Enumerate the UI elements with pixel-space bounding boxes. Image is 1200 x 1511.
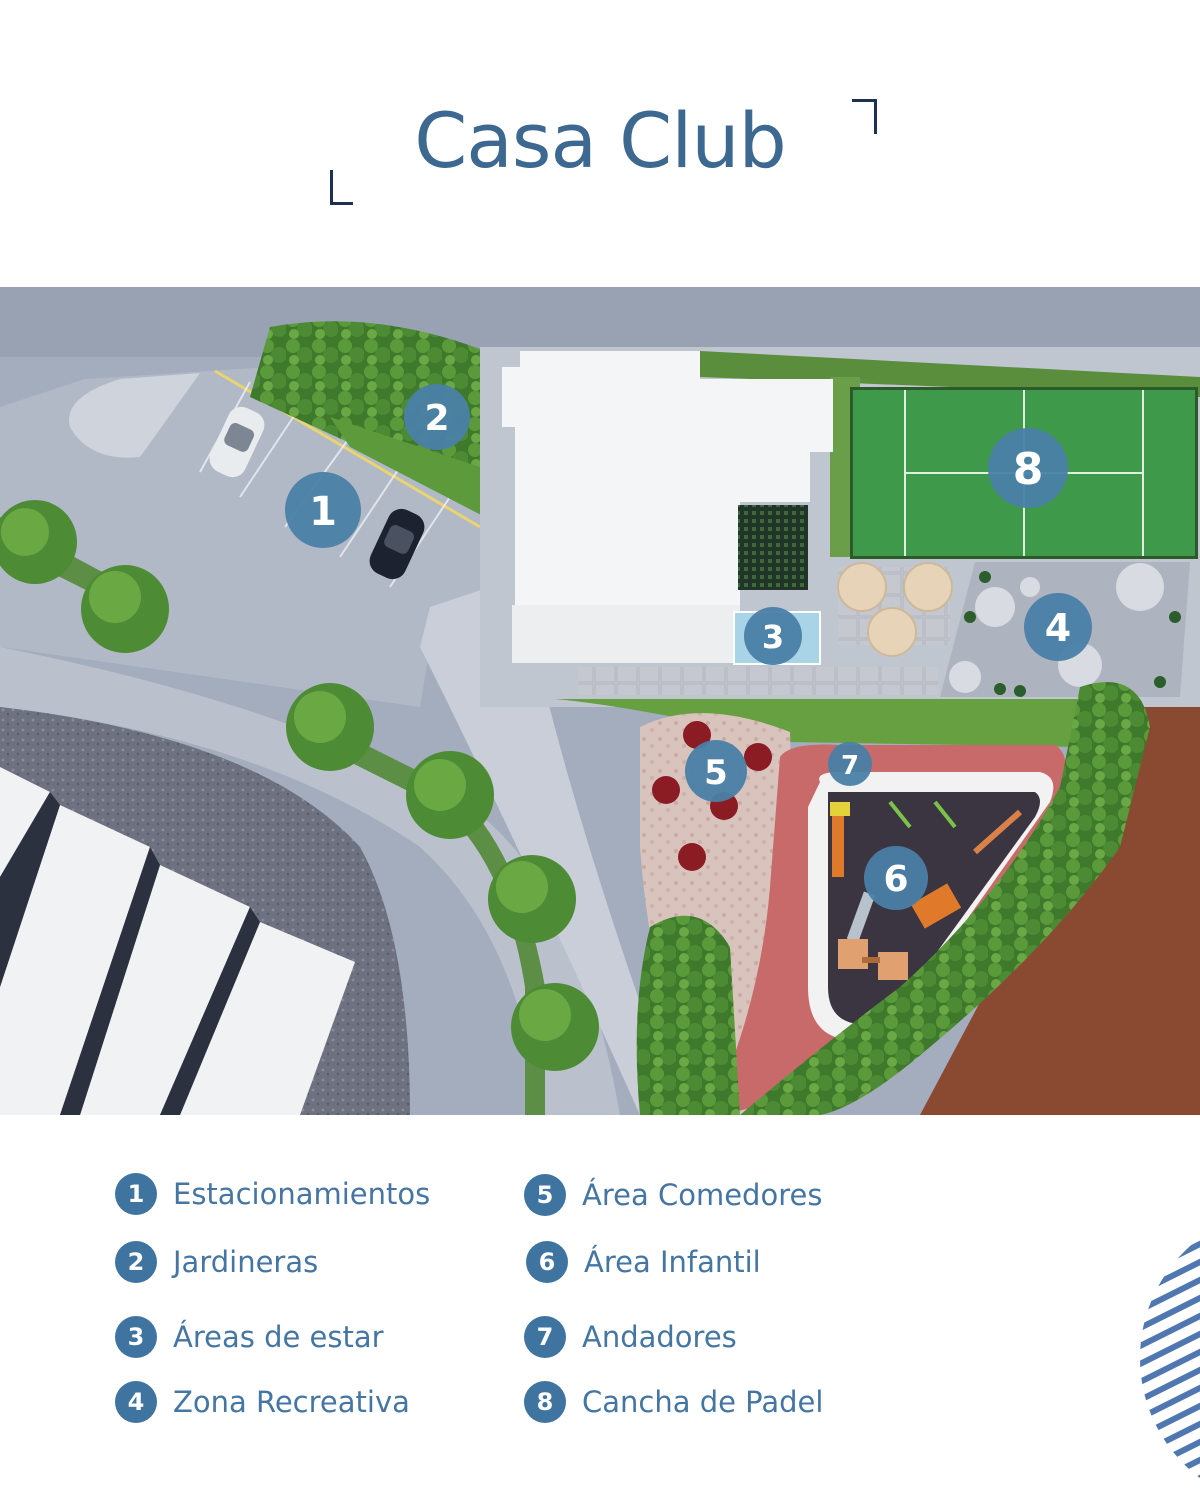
svg-text:4: 4 [1045,606,1071,650]
legend-item-recreation: 4 Zona Recreativa [115,1381,410,1423]
legend-item-parking: 1 Estacionamientos [115,1173,430,1215]
legend-number: 8 [524,1381,566,1423]
legend-label: Áreas de estar [173,1320,384,1354]
legend-number: 3 [115,1316,157,1358]
marker-7[interactable]: 7 [828,742,872,786]
legend-number: 7 [524,1316,566,1358]
legend-item-lounge: 3 Áreas de estar [115,1316,384,1358]
patio-umbrellas [837,562,953,657]
legend-label: Cancha de Padel [582,1385,824,1419]
townhouse-roofs [0,767,355,1115]
marker-3[interactable]: 3 [744,607,802,665]
legend-label: Área Infantil [584,1245,761,1279]
legend-item-padel: 8 Cancha de Padel [524,1381,823,1423]
legend-label: Estacionamientos [173,1177,431,1211]
parked-car-black [369,508,425,580]
marker-8[interactable]: 8 [988,428,1068,508]
svg-text:8: 8 [1013,444,1044,495]
street-trees [0,500,599,1071]
svg-text:5: 5 [704,753,728,793]
legend-item-walkways: 7 Andadores [524,1316,737,1358]
legend-number: 5 [524,1174,566,1216]
parked-car-white [209,406,265,478]
marker-2[interactable]: 2 [404,384,470,450]
page-title: Casa Club [414,96,787,185]
legend-item-dining: 5 Área Comedores [524,1174,822,1216]
marker-6[interactable]: 6 [864,846,928,910]
svg-text:1: 1 [309,489,337,535]
svg-text:2: 2 [424,398,449,439]
marker-1[interactable]: 1 [285,472,361,548]
marker-4[interactable]: 4 [1024,593,1092,661]
legend-number: 2 [115,1241,157,1283]
playground-equipment [830,800,1022,980]
clubhouse-roof [502,351,833,663]
legend-label: Jardineras [173,1245,319,1279]
svg-text:7: 7 [841,751,859,781]
legend-number: 1 [115,1173,157,1215]
legend-number: 6 [526,1241,568,1283]
striped-circle-decoration [1120,1208,1200,1511]
legend-label: Área Comedores [582,1178,823,1212]
legend-label: Zona Recreativa [173,1385,410,1419]
legend-item-kids: 6 Área Infantil [526,1241,761,1283]
site-plan-map: 1 2 3 4 5 6 7 8 [0,287,1200,1115]
corner-bracket-top-right [852,99,877,134]
perimeter-hedge [740,682,1150,1115]
legend-number: 4 [115,1381,157,1423]
svg-text:6: 6 [883,859,908,900]
corner-bracket-top-left [330,170,353,205]
marker-5[interactable]: 5 [685,740,747,802]
legend-label: Andadores [582,1320,737,1354]
sidewalk [420,577,680,1115]
legend-item-planters: 2 Jardineras [115,1241,318,1283]
svg-text:3: 3 [762,618,784,656]
